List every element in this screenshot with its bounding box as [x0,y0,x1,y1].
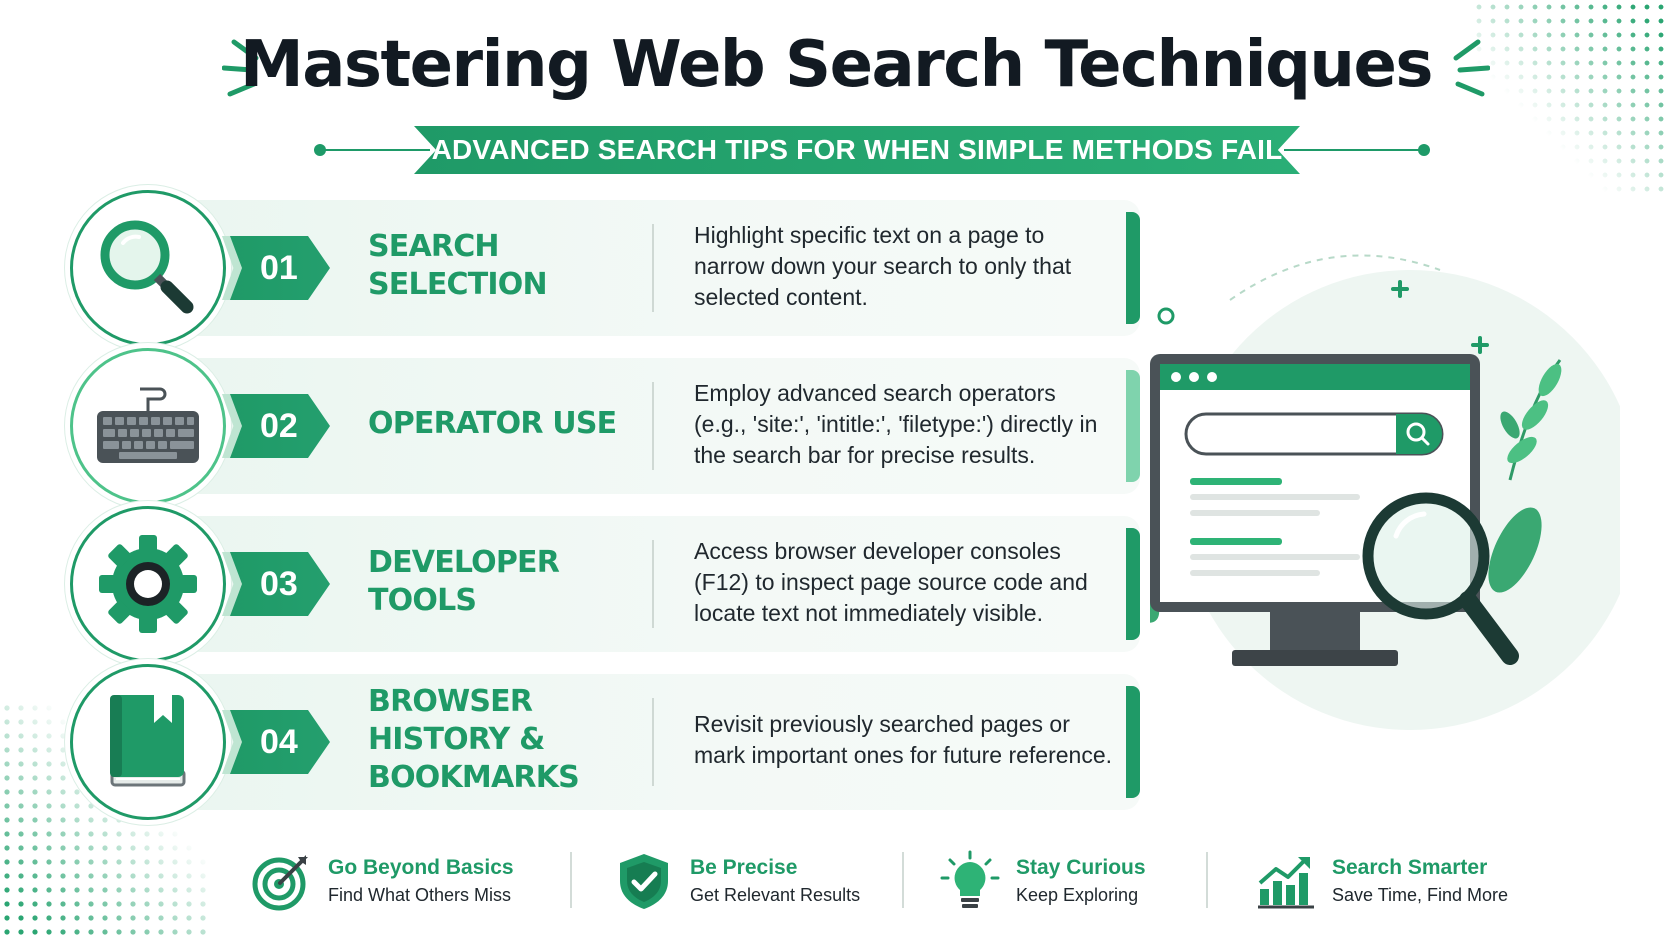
subtitle-dot-right [1418,144,1430,156]
growth-chart-icon [1258,857,1314,909]
footer-icon-wrap [1254,849,1318,913]
footer-subtitle: Keep Exploring [1016,885,1139,905]
footer-item-be-precise: Be Precise Get Relevant Results [612,846,860,916]
footer-divider [1206,852,1208,908]
leaf-right-icon [1488,359,1562,593]
tip-title: SEARCH SELECTION [368,229,548,302]
subtitle-line-right [1284,149,1424,151]
tip-icon-circle [70,664,226,820]
footer-item-search-smarter: Search Smarter Save Time, Find More [1254,846,1508,916]
tip-number: 02 [230,394,330,458]
subtitle-banner: ADVANCED SEARCH TIPS FOR WHEN SIMPLE MET… [414,126,1300,174]
footer-title: Go Beyond Basics [328,856,514,879]
footer-divider [902,852,904,908]
page-title: Mastering Web Search Techniques [240,28,1433,102]
tip-number: 04 [230,710,330,774]
footer-title: Stay Curious [1016,856,1146,879]
burst-left-icon [222,39,259,97]
burst-right-icon [1453,39,1490,97]
tip-description: Access browser developer consoles (F12) … [694,537,1088,626]
book-icon [110,695,186,787]
tip-title: OPERATOR USE [368,406,617,441]
tip-icon-circle [70,506,226,662]
tip-icon-circle [70,190,226,346]
footer-icon-wrap [250,849,314,913]
tip-row-3: 03 DEVELOPER TOOLS Access browser develo… [70,506,1140,662]
tip-row-4: 04 BROWSER HISTORY & BOOKMARKS Revisit p… [70,664,1140,820]
footer-icon-wrap [938,849,1002,913]
target-icon [252,855,308,911]
computer-search-illustration [1150,254,1620,730]
gear-icon [99,535,197,633]
footer-item-stay-curious: Stay Curious Keep Exploring [938,846,1146,916]
tip-title: BROWSER HISTORY & BOOKMARKS [368,684,580,795]
tip-description: Employ advanced search operators (e.g., … [694,379,1098,468]
tip-divider [652,224,654,312]
tip-title: DEVELOPER TOOLS [368,545,560,618]
tip-icon-circle [70,348,226,504]
sparkle-icon [1391,280,1489,354]
search-icon [1406,422,1426,442]
magnifier-icon [1362,492,1519,665]
footer-title: Search Smarter [1332,856,1488,879]
tip-description: Revisit previously searched pages or mar… [694,711,1113,768]
tip-divider [652,382,654,470]
footer-subtitle: Save Time, Find More [1332,885,1509,905]
footer-icon-wrap [612,849,676,913]
tip-description: Highlight specific text on a page to nar… [694,221,1072,310]
shield-check-icon [620,854,668,909]
lightbulb-icon [940,850,1000,908]
tip-divider [652,540,654,628]
tip-row-1: 01 SEARCH SELECTION Highlight specific t… [70,190,1140,346]
footer-divider [570,852,572,908]
subtitle-line-left [320,149,430,151]
tip-divider [652,698,654,786]
subtitle-dot-left [314,144,326,156]
footer-title: Be Precise [690,856,798,879]
tip-row-2: 02 OPERATOR USE Employ advanced search o… [70,348,1140,504]
decorative-dots-top-right [1472,0,1672,200]
tip-number: 03 [230,552,330,616]
footer-subtitle: Get Relevant Results [690,885,861,905]
monitor-stand [1232,650,1398,666]
footer-subtitle: Find What Others Miss [328,885,512,905]
footer-item-go-beyond: Go Beyond Basics Find What Others Miss [250,846,514,916]
tip-number: 01 [230,236,330,300]
magnifier-icon [100,220,194,314]
keyboard-icon [97,387,199,463]
